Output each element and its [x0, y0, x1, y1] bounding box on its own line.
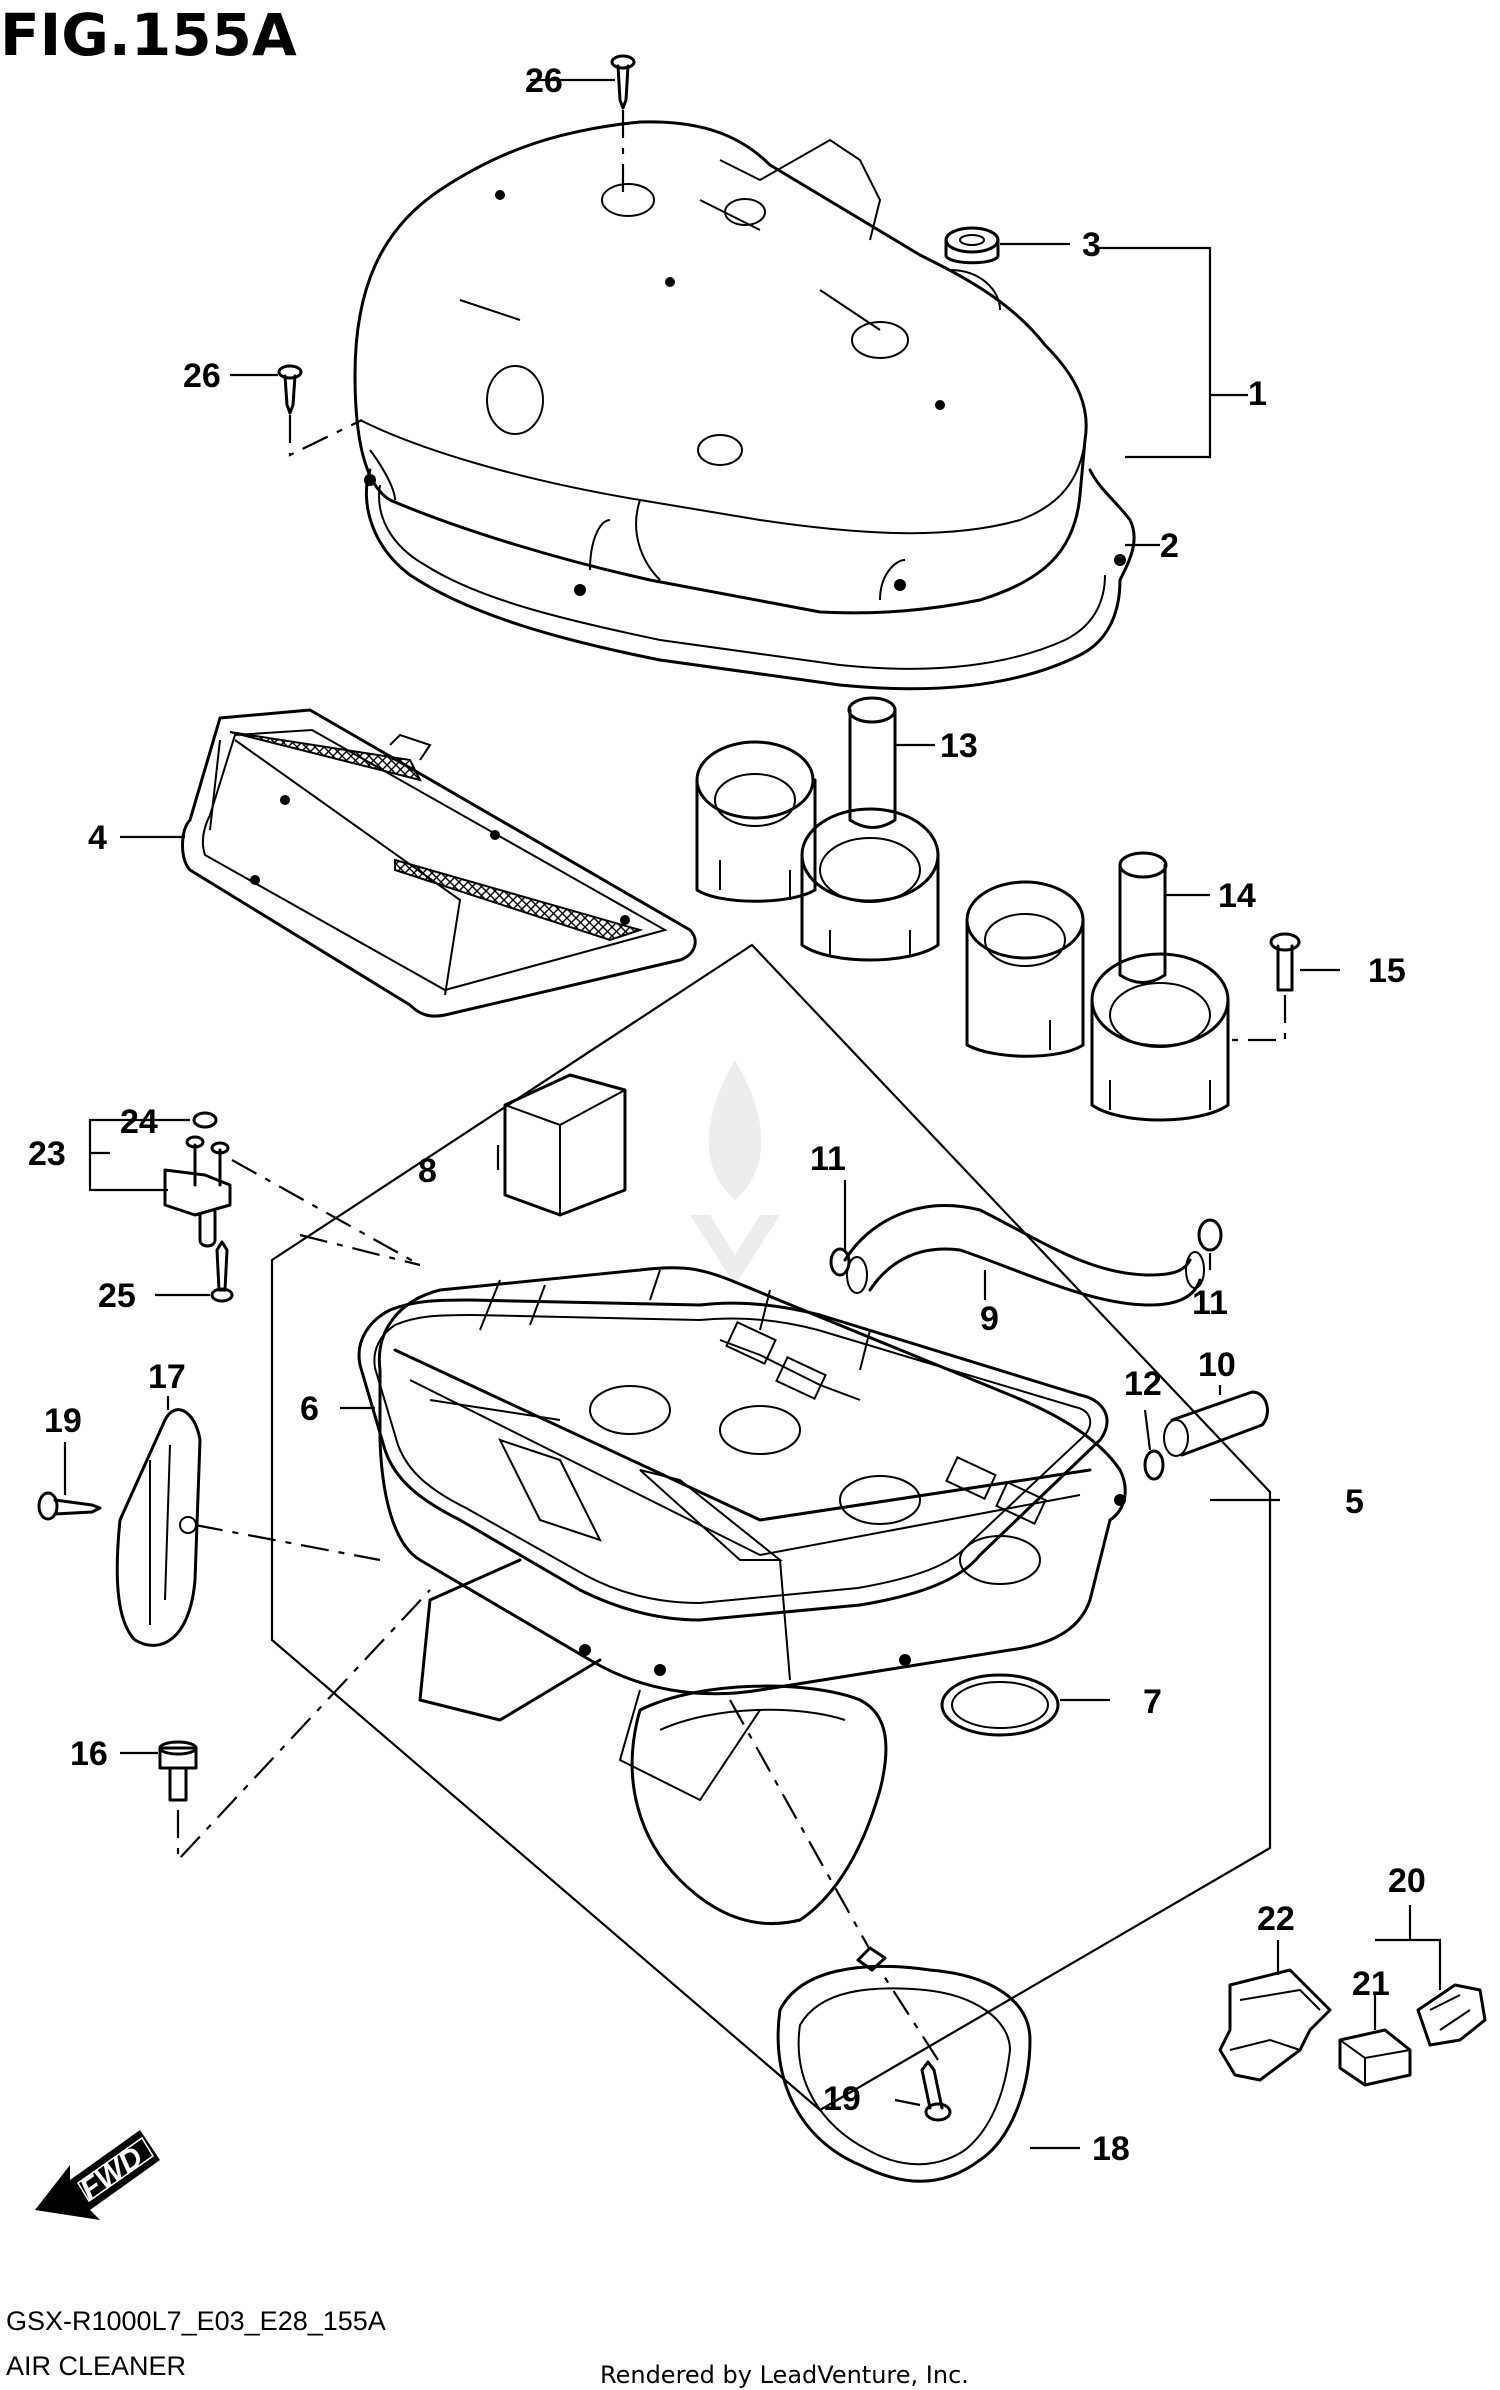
air-cleaner-case[interactable] [377, 1266, 1127, 1802]
o-ring-24[interactable] [192, 1111, 218, 1129]
cap-seal[interactable] [364, 468, 1136, 691]
diagram-caption: AIR CLEANER [6, 2351, 186, 2381]
callout-8: 8 [418, 1152, 437, 1190]
callout-23: 23 [28, 1135, 66, 1173]
callout-3: 3 [1082, 226, 1101, 264]
leader-lines [63, 78, 1442, 2150]
callout-18: 18 [1092, 2130, 1130, 2168]
callout-17: 17 [148, 1358, 186, 1396]
screw-top[interactable] [610, 54, 636, 195]
callout-26-left: 26 [183, 357, 221, 395]
callout-19-bottom: 19 [823, 2080, 861, 2118]
screw-19-bottom[interactable] [920, 2060, 952, 2122]
callout-9: 9 [980, 1300, 999, 1338]
callout-24: 24 [120, 1103, 158, 1141]
air-filter-element[interactable] [181, 708, 697, 1018]
case-seal[interactable] [357, 1298, 1109, 1622]
leadventure-logo-icon [690, 1060, 780, 1285]
foam-block-8[interactable] [503, 1073, 627, 1217]
velocity-stack-rear[interactable] [965, 851, 1230, 1122]
figure-title: FIG.155A [0, 1, 297, 69]
render-credit: Rendered by LeadVenture, Inc. [600, 2361, 969, 2389]
callout-4: 4 [88, 819, 107, 857]
parts-group-box [270, 943, 1272, 2112]
o-ring-7[interactable] [940, 1673, 1060, 1737]
fwd-arrow-icon: FWD [35, 2130, 160, 2220]
clamp-22[interactable] [1218, 1968, 1332, 2082]
bolt-15[interactable] [1230, 932, 1301, 1042]
callout-1: 1 [1248, 375, 1267, 413]
callout-14: 14 [1218, 877, 1256, 915]
intake-funnel-18[interactable] [630, 1684, 1032, 2183]
connector-21[interactable] [1338, 2028, 1412, 2087]
callout-6: 6 [300, 1390, 319, 1428]
screw-19-left[interactable] [37, 1491, 102, 1521]
breather-hose-9[interactable] [843, 1204, 1205, 1307]
clip-11-right[interactable] [1197, 1218, 1223, 1252]
assembly-lines [176, 1159, 939, 2061]
callout-22: 22 [1257, 1900, 1295, 1938]
grommet[interactable] [944, 226, 1000, 265]
clip-11-left[interactable] [829, 1247, 851, 1277]
callout-19-left: 19 [44, 1402, 82, 1440]
callout-11-right: 11 [1192, 1284, 1228, 1322]
diagram-code: GSX-R1000L7_E03_E28_155A [6, 2306, 386, 2336]
callout-11-upper: 11 [810, 1140, 846, 1178]
velocity-stack-front[interactable] [695, 696, 940, 962]
screw-left[interactable] [277, 364, 363, 457]
callout-21: 21 [1352, 1965, 1390, 2003]
callout-12: 12 [1124, 1365, 1162, 1403]
callout-15: 15 [1368, 952, 1406, 990]
screw-25[interactable] [210, 1240, 234, 1303]
connector-20[interactable] [1416, 1983, 1487, 2047]
callout-13: 13 [940, 727, 978, 765]
bracket-17[interactable] [115, 1408, 202, 1647]
hose-10[interactable] [1163, 1390, 1269, 1457]
callout-25: 25 [98, 1277, 136, 1315]
clip-12[interactable] [1143, 1449, 1165, 1481]
bolt-16[interactable] [158, 1740, 198, 1802]
air-cleaner-cap[interactable] [353, 120, 1088, 615]
callout-26-top: 26 [525, 62, 563, 100]
callout-5: 5 [1345, 1483, 1364, 1521]
sensor-23[interactable] [163, 1135, 232, 1248]
callout-7: 7 [1143, 1683, 1162, 1721]
callout-2: 2 [1160, 527, 1179, 565]
callout-16: 16 [70, 1735, 108, 1773]
callout-20: 20 [1388, 1862, 1426, 1900]
callout-10: 10 [1198, 1346, 1236, 1384]
